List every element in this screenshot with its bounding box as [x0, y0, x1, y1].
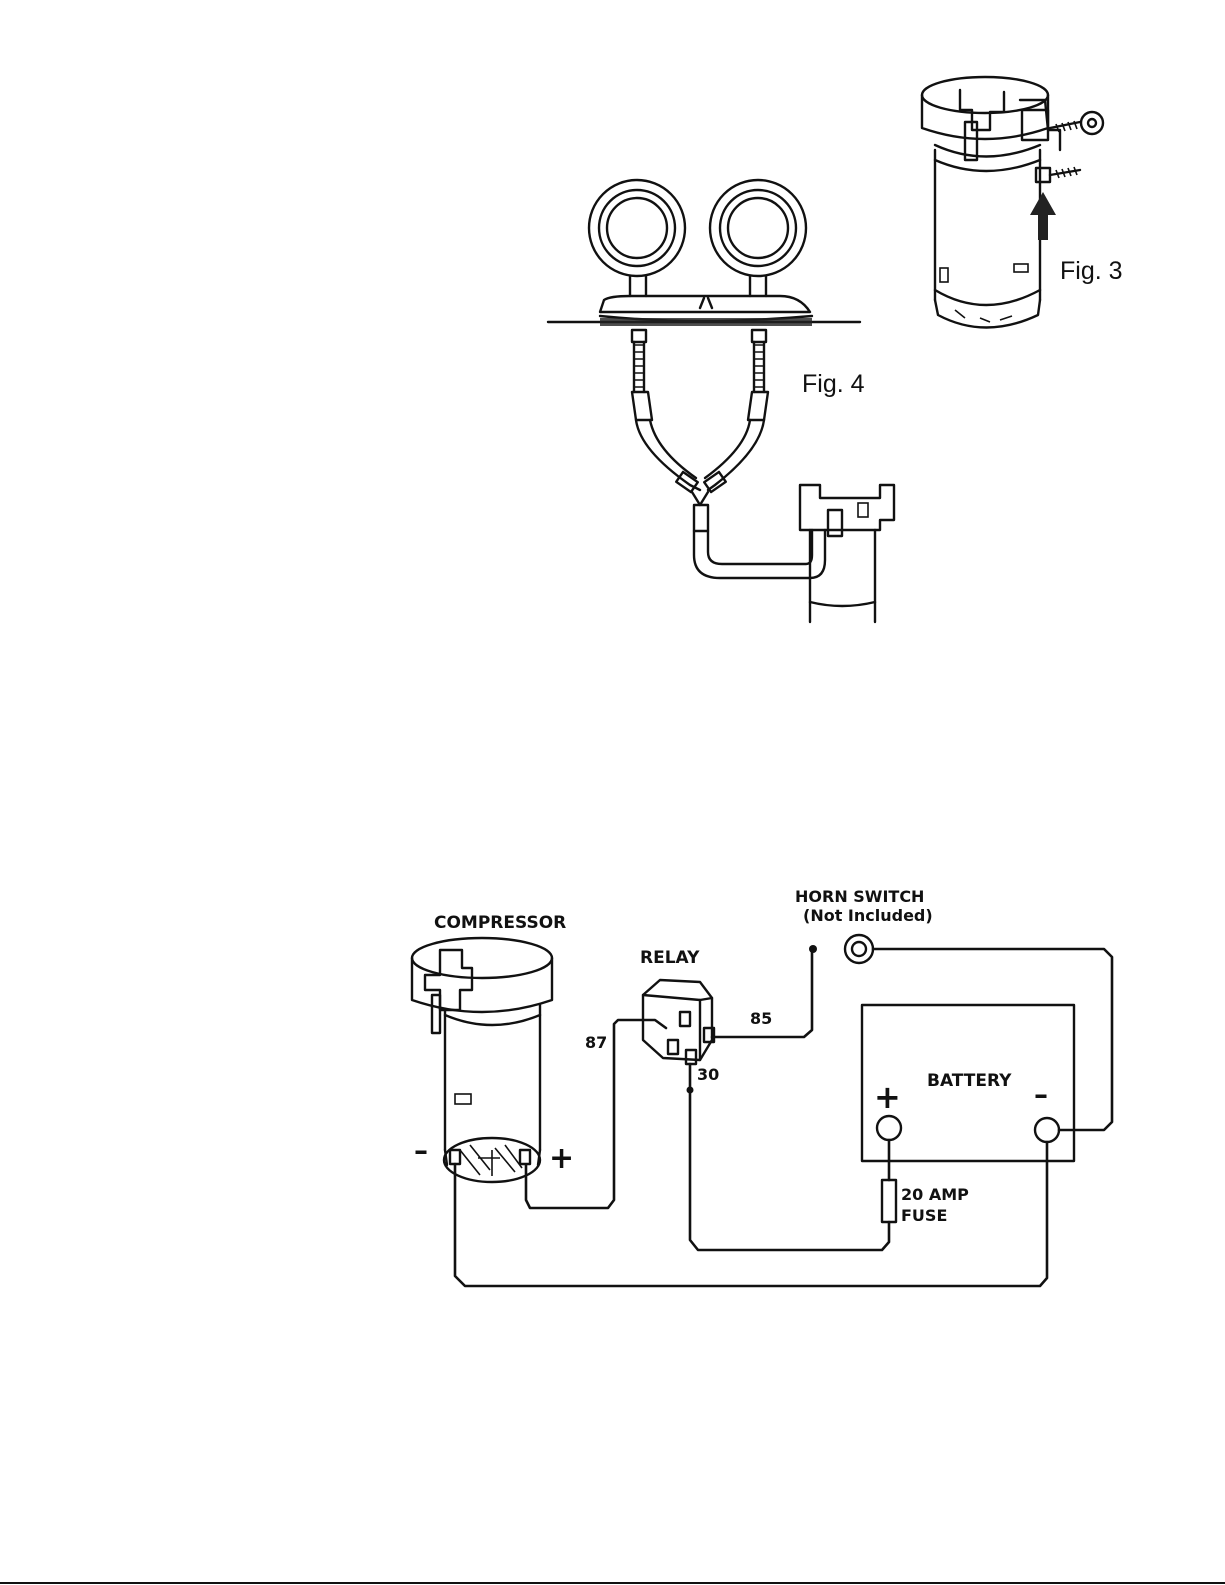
fuse-icon [882, 1180, 896, 1222]
fuse-label-line2: FUSE [901, 1206, 947, 1225]
wire-horn-switch-to-battery-minus [873, 949, 1112, 1130]
fuse-label-line1: 20 AMP [901, 1185, 969, 1204]
relay-pin-85-label: 85 [750, 1009, 772, 1028]
fig4-label: Fig. 4 [802, 370, 865, 398]
relay-label: RELAY [640, 948, 700, 968]
battery-minus-label: – [1034, 1078, 1048, 1111]
compressor-label: COMPRESSOR [434, 913, 566, 933]
relay-30-junction [687, 1087, 694, 1094]
fig4-horn-illustration [548, 180, 894, 622]
fig3-label: Fig. 3 [1060, 257, 1123, 285]
relay-illustration [643, 980, 714, 1064]
relay-pin-30-label: 30 [697, 1065, 719, 1084]
compressor-illustration [412, 938, 552, 1182]
compressor-plus-label: + [549, 1141, 574, 1176]
fig3-compressor-illustration [922, 77, 1103, 328]
horn-switch-icon [809, 935, 873, 963]
battery-label: BATTERY [927, 1071, 1012, 1091]
wire-30-to-fuse [690, 1064, 889, 1250]
battery-plus-label: + [874, 1078, 901, 1116]
horn-switch-note: (Not Included) [803, 906, 933, 925]
wire-compressor-minus-to-battery-minus [455, 1142, 1047, 1286]
horn-switch-label: HORN SWITCH [795, 887, 924, 906]
relay-pin-87-label: 87 [585, 1033, 607, 1052]
compressor-minus-label: – [414, 1134, 428, 1167]
